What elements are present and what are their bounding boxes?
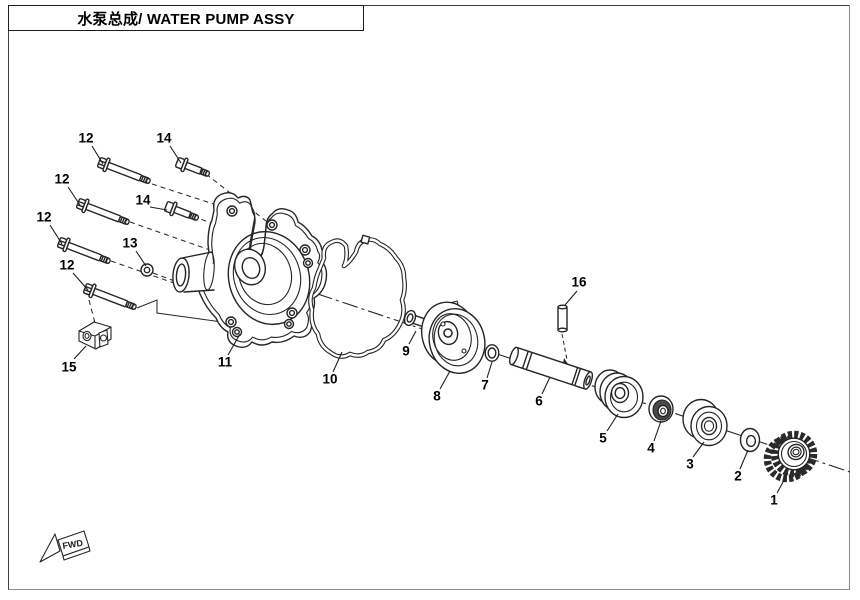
callout-8: 8 [433,388,441,404]
callout-12: 12 [78,130,94,146]
part-bolt-12-a [95,154,154,189]
part-pump-cover-11 [172,191,328,349]
part-pin-16 [557,304,568,333]
callout-10: 10 [322,371,338,387]
fwd-marker: FWD [39,530,91,563]
part-impeller-8 [420,300,486,374]
callout-6: 6 [535,393,543,409]
callout-16: 16 [571,274,587,290]
page-border [8,5,850,590]
callout-1: 1 [770,492,778,508]
part-bolt-12-b [74,195,133,230]
callout-leader-lines [49,145,789,494]
part-washer-2 [739,427,761,453]
callout-9: 9 [402,343,410,359]
callout-14: 14 [135,192,151,208]
part-bolt-14-b [162,198,202,226]
part-ring-7 [484,344,500,362]
fwd-label: FWD [62,538,84,551]
part-gear-1 [763,430,818,483]
callout-5: 5 [599,430,607,446]
pin-alignment-dashed-line [561,333,568,361]
part-bearing-3 [682,398,728,447]
callout-12: 12 [36,209,52,225]
callout-15: 15 [61,359,77,375]
title-box: 水泵总成/ WATER PUMP ASSY [8,5,364,31]
fwd-arrowhead [39,533,61,563]
callout-7: 7 [481,377,489,393]
part-shaft-6 [509,346,594,390]
callout-12: 12 [54,171,70,187]
callout-3: 3 [686,456,694,472]
part-oil-seal-4 [648,395,674,423]
part-gasket-10 [308,234,407,359]
callout-14: 14 [156,130,172,146]
cover-lug-holes [225,205,314,338]
part-clamp-15 [78,321,112,350]
part-bolt-14-a [173,154,213,182]
callout-12: 12 [59,257,75,273]
callout-11: 11 [217,354,233,370]
part-seal-5 [594,369,644,419]
callout-4: 4 [647,440,655,456]
callout-2: 2 [734,468,742,484]
bolt-position-bracket-line [136,299,223,323]
callout-13: 13 [122,235,138,251]
part-washer-13 [140,263,154,277]
page-title: 水泵总成/ WATER PUMP ASSY [77,10,295,28]
